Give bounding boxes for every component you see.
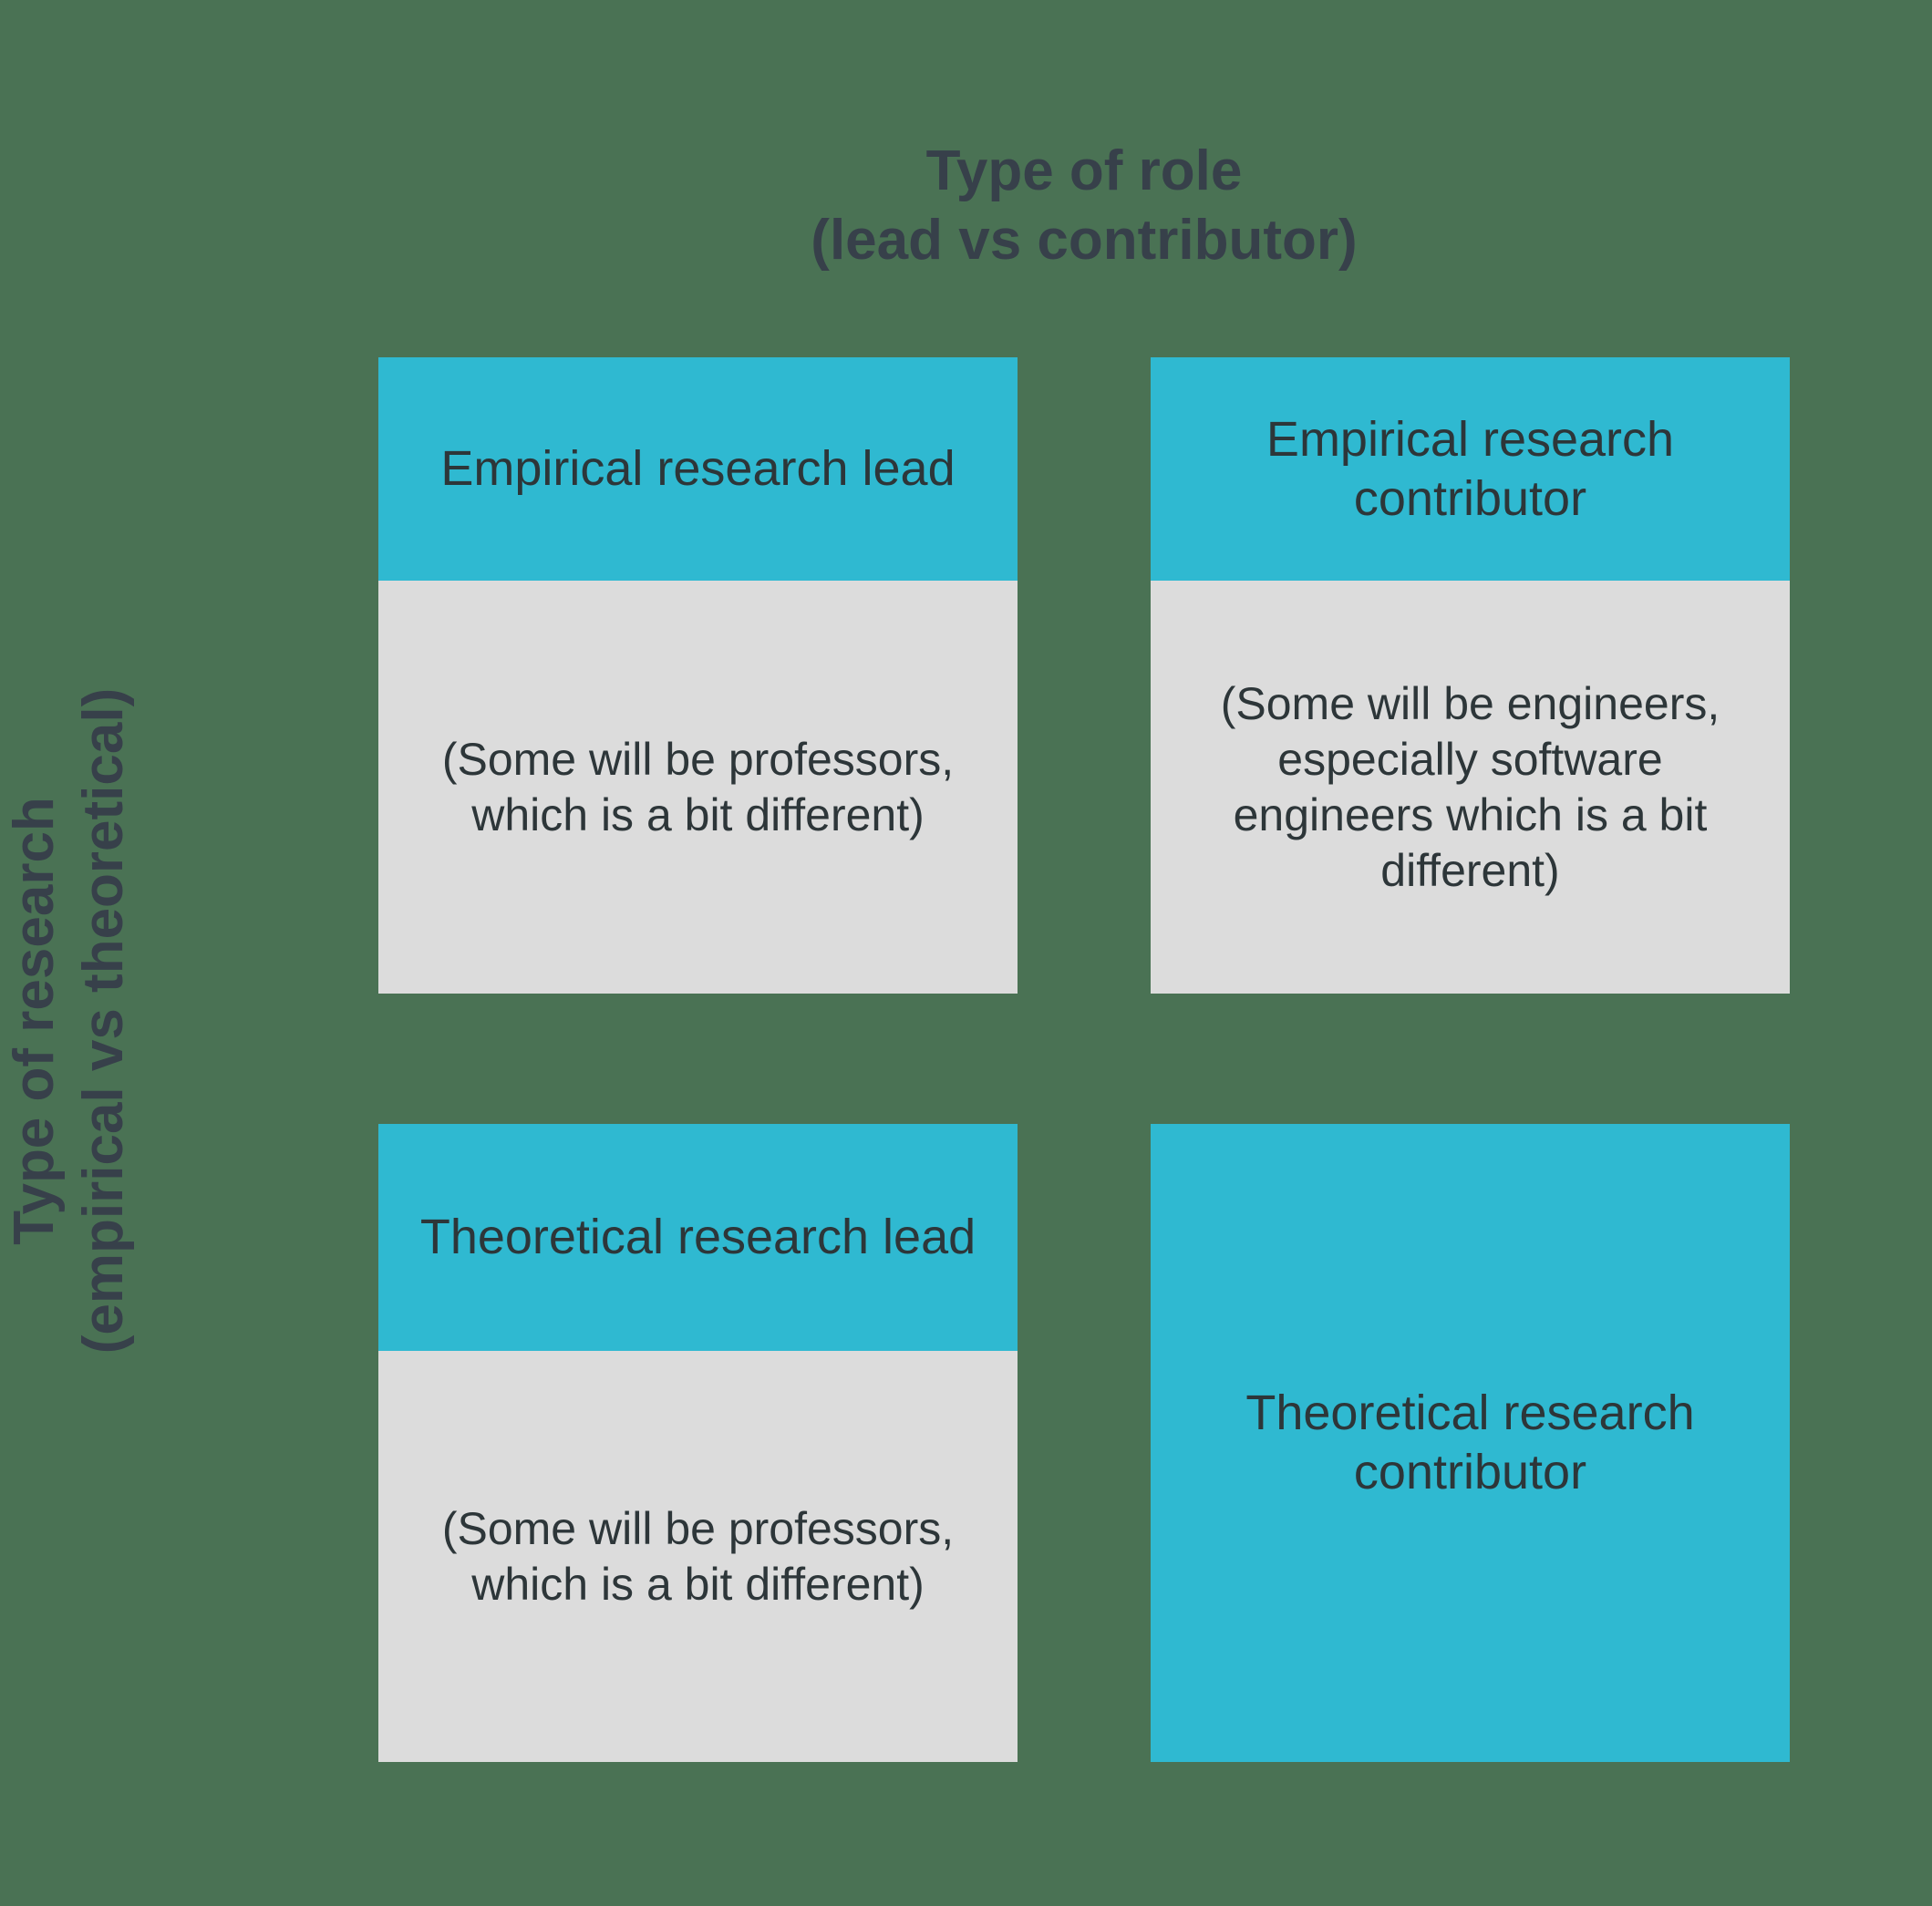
row-axis-subtitle-line: (empirical vs theoretical) — [71, 687, 135, 1355]
column-axis-subtitle-line: (lead vs contributor) — [811, 208, 1358, 272]
quadrant-cell-header: Empirical research lead — [378, 357, 1018, 581]
quadrant-cell-note: (Some will be professors, which is a bit… — [378, 581, 1018, 994]
quadrant-cell-theoretical-contributor[interactable]: Theoretical research contributor — [1151, 1124, 1790, 1762]
quadrant-cell-header: Theoretical research lead — [378, 1124, 1018, 1351]
row-axis-title-line: Type of research — [3, 797, 66, 1245]
quadrant-cell-header: Theoretical research contributor — [1151, 1124, 1790, 1762]
column-axis-label: Type of role (lead vs contributor) — [378, 137, 1790, 274]
quadrant-matrix: Empirical research lead (Some will be pr… — [378, 357, 1790, 1762]
quadrant-cell-empirical-lead[interactable]: Empirical research lead (Some will be pr… — [378, 357, 1018, 994]
quadrant-cell-note: (Some will be professors, which is a bit… — [378, 1351, 1018, 1762]
quadrant-cell-theoretical-lead[interactable]: Theoretical research lead (Some will be … — [378, 1124, 1018, 1762]
column-axis-title-line: Type of role — [925, 139, 1243, 202]
row-axis-label: Type of research (empirical vs theoretic… — [0, 565, 164, 1477]
quadrant-cell-empirical-contributor[interactable]: Empirical research contributor (Some wil… — [1151, 357, 1790, 994]
quadrant-cell-header: Empirical research contributor — [1151, 357, 1790, 581]
quadrant-cell-note: (Some will be engineers, especially soft… — [1151, 581, 1790, 994]
